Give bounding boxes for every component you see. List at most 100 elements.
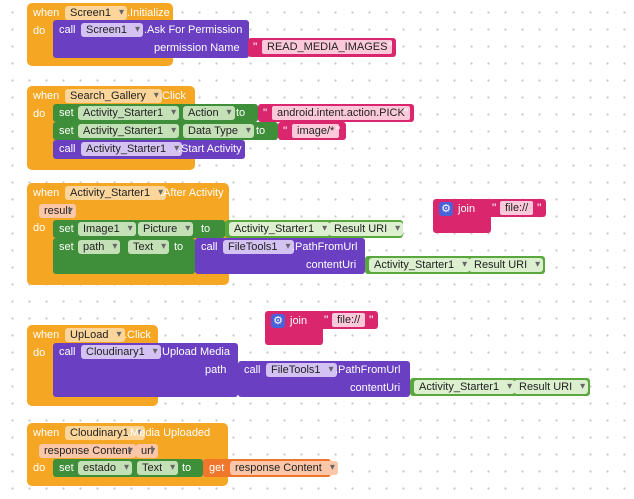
response-content-dropdown[interactable]: response Content (230, 461, 338, 475)
gear-icon[interactable]: ⚙ (439, 202, 453, 216)
activity-starter-getter-dropdown[interactable]: Activity_Starter1 (369, 258, 471, 272)
when-label: when (33, 187, 60, 199)
text-property-dropdown[interactable]: Text (137, 461, 179, 475)
activity-starter-getter-dropdown[interactable]: Activity_Starter1 (414, 380, 516, 394)
cloudinary-dropdown[interactable]: Cloudinary1 (81, 345, 161, 359)
start-activity-label: .Start Activity (178, 143, 242, 155)
click-label: .Click (124, 329, 151, 341)
result-uri-dropdown[interactable]: Result URI (469, 258, 544, 272)
set-data-type[interactable]: set Activity_Starter1 Data Type to (53, 122, 278, 140)
activity-starter-event-dropdown[interactable]: Activity_Starter1 (65, 186, 167, 200)
call-label: call (59, 346, 76, 358)
response-content-param[interactable]: response Content (39, 444, 136, 458)
text-image-type[interactable]: " image/* " (278, 122, 346, 140)
activity-starter-call-dropdown[interactable]: Activity_Starter1 (81, 142, 183, 156)
quote-icon: " (492, 201, 497, 215)
screen1-dropdown[interactable]: Screen1 (65, 6, 127, 20)
join-label: join (458, 203, 476, 215)
set-label: set (59, 223, 74, 235)
content-uri-label: contentUri (350, 382, 401, 394)
quote-icon: " (283, 124, 288, 138)
quote-icon: " (404, 106, 409, 120)
quote-icon: " (253, 40, 258, 54)
after-activity-label: .After Activity (160, 187, 224, 199)
join-text-1[interactable]: " file:// " (487, 199, 546, 217)
filetools-dropdown[interactable]: FileTools1 (266, 363, 337, 377)
permission-value[interactable]: READ_MEDIA_IMAGES (262, 40, 393, 54)
text-read-media-images[interactable]: " READ_MEDIA_IMAGES " (248, 38, 396, 57)
set-label: set (59, 125, 74, 137)
filetools-dropdown[interactable]: FileTools1 (223, 240, 294, 254)
to-label: to (201, 223, 211, 235)
call-ask-permission[interactable]: call Screen1 .Ask For Permission permiss… (53, 20, 249, 58)
activity-starter-dropdown[interactable]: Activity_Starter1 (78, 106, 180, 120)
join-text-2[interactable]: " file:// " (319, 311, 378, 329)
path-from-url-label: .PathFromUrl (335, 364, 401, 376)
join-value[interactable]: file:// (500, 201, 534, 215)
to-label: to (182, 462, 192, 474)
result-param[interactable]: result (39, 204, 76, 218)
estado-dropdown[interactable]: estado (78, 461, 133, 475)
call-upload-media[interactable]: call Cloudinary1 .Upload Media path (53, 343, 238, 397)
do-label: do (33, 462, 46, 474)
call-path-from-url[interactable]: call FileTools1 .PathFromUrl contentUri (195, 238, 365, 274)
search-gallery-dropdown[interactable]: Search_Gallery (65, 89, 162, 103)
action-property-dropdown[interactable]: Action (183, 106, 235, 120)
call-label: call (59, 24, 76, 36)
activity-starter-dropdown[interactable]: Activity_Starter1 (78, 124, 180, 138)
call-label: call (244, 364, 261, 376)
action-value[interactable]: android.intent.action.PICK (272, 106, 410, 120)
ask-permission-label: .Ask For Permission (144, 24, 243, 36)
when-label: when (33, 427, 60, 439)
do-label: do (33, 347, 46, 359)
click-label: .Click (159, 90, 186, 102)
screen1-call-dropdown[interactable]: Screen1 (81, 23, 143, 37)
call-path-from-url-2[interactable]: call FileTools1 .PathFromUrl contentUri (238, 361, 410, 397)
activity-starter-result-uri-3[interactable]: Activity_Starter1 Result URI (410, 378, 590, 396)
path-param-label: path (205, 364, 227, 376)
to-label: to (236, 107, 246, 119)
path-dropdown[interactable]: path (78, 240, 121, 254)
result-uri-dropdown[interactable]: Result URI (329, 222, 404, 236)
result-uri-dropdown[interactable]: Result URI (514, 380, 589, 394)
quote-icon: " (263, 106, 268, 120)
set-label: set (59, 241, 74, 253)
set-path-text[interactable]: set path Text to (53, 238, 195, 274)
do-label: do (33, 25, 46, 37)
get-response-content[interactable]: get response Content (203, 459, 338, 477)
image1-dropdown[interactable]: Image1 (78, 222, 136, 236)
set-action[interactable]: set Activity_Starter1 Action to (53, 104, 258, 122)
data-type-property-dropdown[interactable]: Data Type (183, 124, 254, 138)
activity-starter-result-uri[interactable]: Activity_Starter1 Result URI (225, 220, 404, 238)
do-label: do (33, 222, 46, 234)
cloudinary-event-dropdown[interactable]: Cloudinary1 (65, 426, 145, 440)
picture-property-dropdown[interactable]: Picture (138, 222, 194, 236)
set-estado-text[interactable]: set estado Text to (53, 459, 203, 477)
join-value[interactable]: file:// (332, 313, 366, 327)
when-label: when (33, 329, 60, 341)
quote-icon: " (388, 40, 393, 54)
call-start-activity[interactable]: call Activity_Starter1 .Start Activity (53, 140, 245, 159)
url-param[interactable]: url (136, 444, 159, 458)
content-uri-label: contentUri (306, 259, 357, 271)
do-label: do (33, 108, 46, 120)
upload-media-label: .Upload Media (159, 346, 230, 358)
permission-name-label: permission Name (154, 42, 240, 54)
join-block-2[interactable]: ⚙ join (265, 311, 323, 345)
activity-starter-getter-dropdown[interactable]: Activity_Starter1 (229, 222, 331, 236)
when-label: when (33, 90, 60, 102)
call-label: call (201, 241, 218, 253)
activity-starter-result-uri-2[interactable]: Activity_Starter1 Result URI (365, 256, 545, 274)
text-property-dropdown[interactable]: Text (128, 240, 170, 254)
gear-icon[interactable]: ⚙ (271, 314, 285, 328)
initialize-label: .Initialize (127, 7, 170, 19)
quote-icon: " (369, 313, 374, 327)
quote-icon: " (537, 201, 542, 215)
to-label: to (174, 241, 184, 253)
data-type-value[interactable]: image/* (292, 124, 340, 138)
upload-dropdown[interactable]: UpLoad (65, 328, 125, 342)
set-image-picture[interactable]: set Image1 Picture to (53, 220, 225, 238)
join-block-1[interactable]: ⚙ join (433, 199, 491, 233)
media-uploaded-label: .Media Uploaded (127, 427, 211, 439)
text-action-pick[interactable]: " android.intent.action.PICK " (258, 104, 414, 122)
